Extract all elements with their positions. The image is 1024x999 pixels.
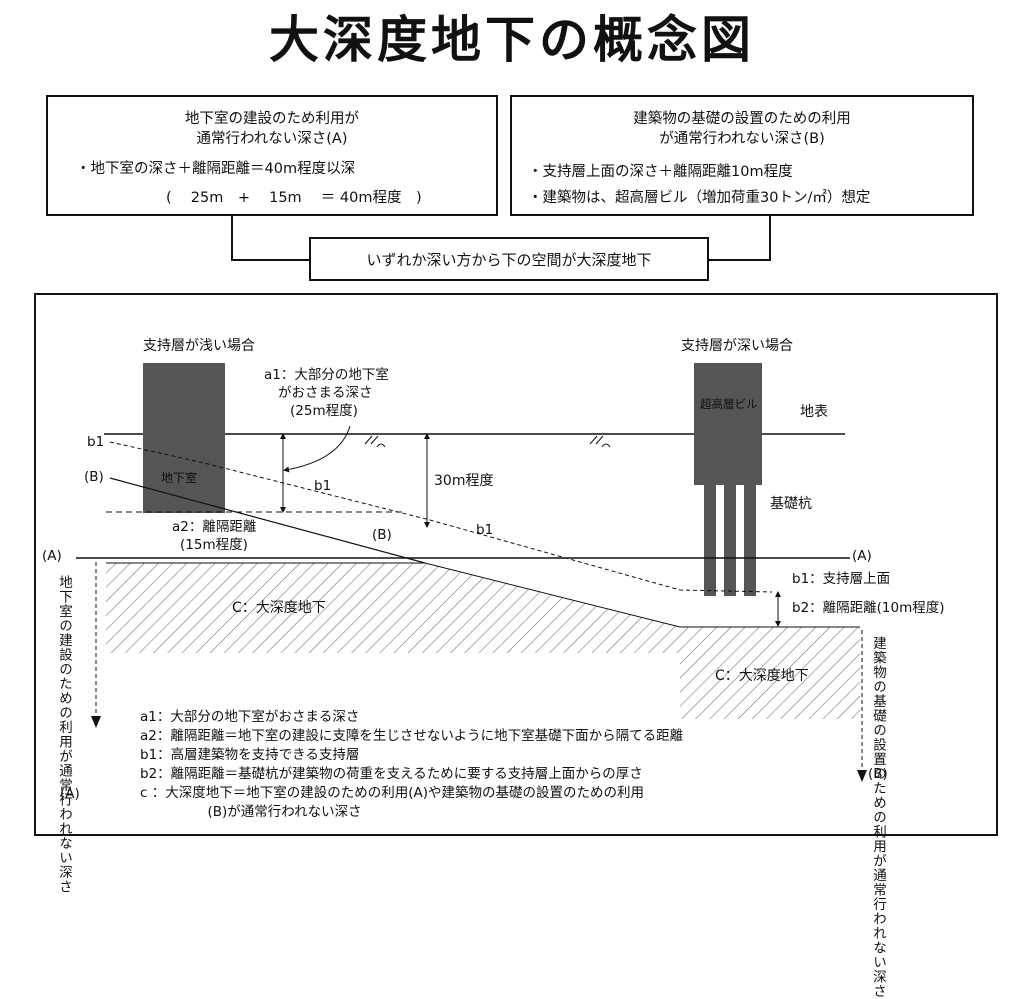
- depth-30m-label: 30m程度: [434, 473, 494, 489]
- vertical-label-a: 地下室の建設のための利用が通常行われない深さ: [56, 575, 72, 894]
- b1-label-left: b1: [87, 434, 105, 450]
- skyscraper-block: [694, 363, 762, 485]
- b1-support-top-label: b1：支持層上面: [792, 571, 891, 587]
- vertical-label-a-end: (A): [60, 786, 80, 802]
- b-depth-line: [109, 477, 426, 564]
- legend-c: c ：大深度地下＝地下室の建設のための利用(A)や建築物の基礎の設置のための利用: [140, 785, 644, 801]
- legend-a1: a1：大部分の地下室がおさまる深さ: [140, 709, 360, 725]
- vertical-label-b-end: (B): [868, 766, 888, 782]
- connector-lines: [231, 216, 771, 261]
- box-c-conclusion: いずれか深い方から下の空間が大深度地下: [309, 237, 709, 281]
- diagram-frame: [34, 293, 998, 836]
- a2-callout-line1: a2：離隔距離: [172, 519, 257, 535]
- b-label-left: (B): [84, 469, 104, 485]
- deep-zone-label-right: C：大深度地下: [715, 668, 809, 684]
- box-a-line4: ( 25m + 15m ＝ 40m程度 ): [166, 190, 422, 206]
- deep-underground-zone: [106, 563, 860, 719]
- b1-support-layer-line: [109, 441, 773, 593]
- piles-label: 基礎杭: [770, 496, 812, 512]
- box-b-line1: 建築物の基礎の設置のための利用: [633, 111, 851, 127]
- vertical-label-b-text: 建築物の基礎の設置のための利用が通常行われない深さ: [870, 636, 886, 999]
- box-a-line1: 地下室の建設のため利用が: [185, 111, 359, 127]
- basement-label: 地下室: [161, 471, 198, 485]
- foundation-pile-1: [704, 483, 716, 596]
- a1-callout-line1: a1：大部分の地下室: [264, 367, 389, 383]
- legend-a2: a2：離隔距離＝地下室の建設に支障を生じさせないように地下室基礎下面から隔てる距…: [140, 728, 684, 744]
- ground-hatch-marks: [364, 435, 611, 448]
- box-a-basement-depth: 地下室の建設のため利用が 通常行われない深さ(A) ・地下室の深さ＋離隔距離＝4…: [46, 95, 498, 216]
- box-b-line3: ・支持層上面の深さ＋離隔距離10m程度: [528, 164, 793, 180]
- box-a-line3: ・地下室の深さ＋離隔距離＝40m程度以深: [76, 161, 356, 177]
- b1-label-mid: b1: [314, 478, 332, 494]
- a-label-right: (A): [852, 548, 872, 564]
- foundation-pile-2: [724, 483, 736, 596]
- vertical-label-a-text: 地下室の建設のための利用が通常行われない深さ: [56, 575, 72, 894]
- b2-separation-label: b2：離隔距離(10m程度): [792, 600, 945, 616]
- a-label-left: (A): [42, 548, 62, 564]
- basement-block: [143, 363, 225, 513]
- box-b-line4: ・建築物は、超高層ビル（増加荷重30トン/㎡）想定: [528, 190, 871, 206]
- legend-b1: b1：高層建築物を支持できる支持層: [140, 747, 360, 763]
- legend-b2: b2：離隔距離＝基礎杭が建築物の荷重を支えるために要する支持層上面からの厚さ: [140, 766, 643, 782]
- cross-section-diagram: [76, 363, 867, 782]
- a2-callout-line2: (15m程度): [180, 537, 248, 553]
- box-b-foundation-depth: 建築物の基礎の設置のための利用 が通常行われない深さ(B) ・支持層上面の深さ＋…: [510, 95, 974, 216]
- page-title: 大深度地下の概念図: [269, 11, 755, 69]
- deep-case-label: 支持層が深い場合: [681, 338, 793, 354]
- ground-surface-label: 地表: [800, 404, 828, 420]
- shallow-case-label: 支持層が浅い場合: [143, 338, 255, 354]
- b-label-mid: (B): [372, 527, 392, 543]
- deep-zone-label-left: C：大深度地下: [232, 600, 326, 616]
- box-a-line2: 通常行われない深さ(A): [196, 131, 348, 147]
- skyscraper-label: 超高層ビル: [700, 397, 758, 411]
- legend: a1：大部分の地下室がおさまる深さ a2：離隔距離＝地下室の建設に支障を生じさせ…: [140, 708, 683, 822]
- a1-callout-line3: (25m程度): [290, 403, 358, 419]
- foundation-pile-3: [744, 483, 756, 596]
- box-b-line2: が通常行われない深さ(B): [659, 131, 825, 147]
- a1-callout-line2: がおさまる深さ: [278, 385, 373, 401]
- legend-c-cont: (B)が通常行われない深さ: [140, 804, 362, 820]
- b1-label-right: b1: [476, 522, 494, 538]
